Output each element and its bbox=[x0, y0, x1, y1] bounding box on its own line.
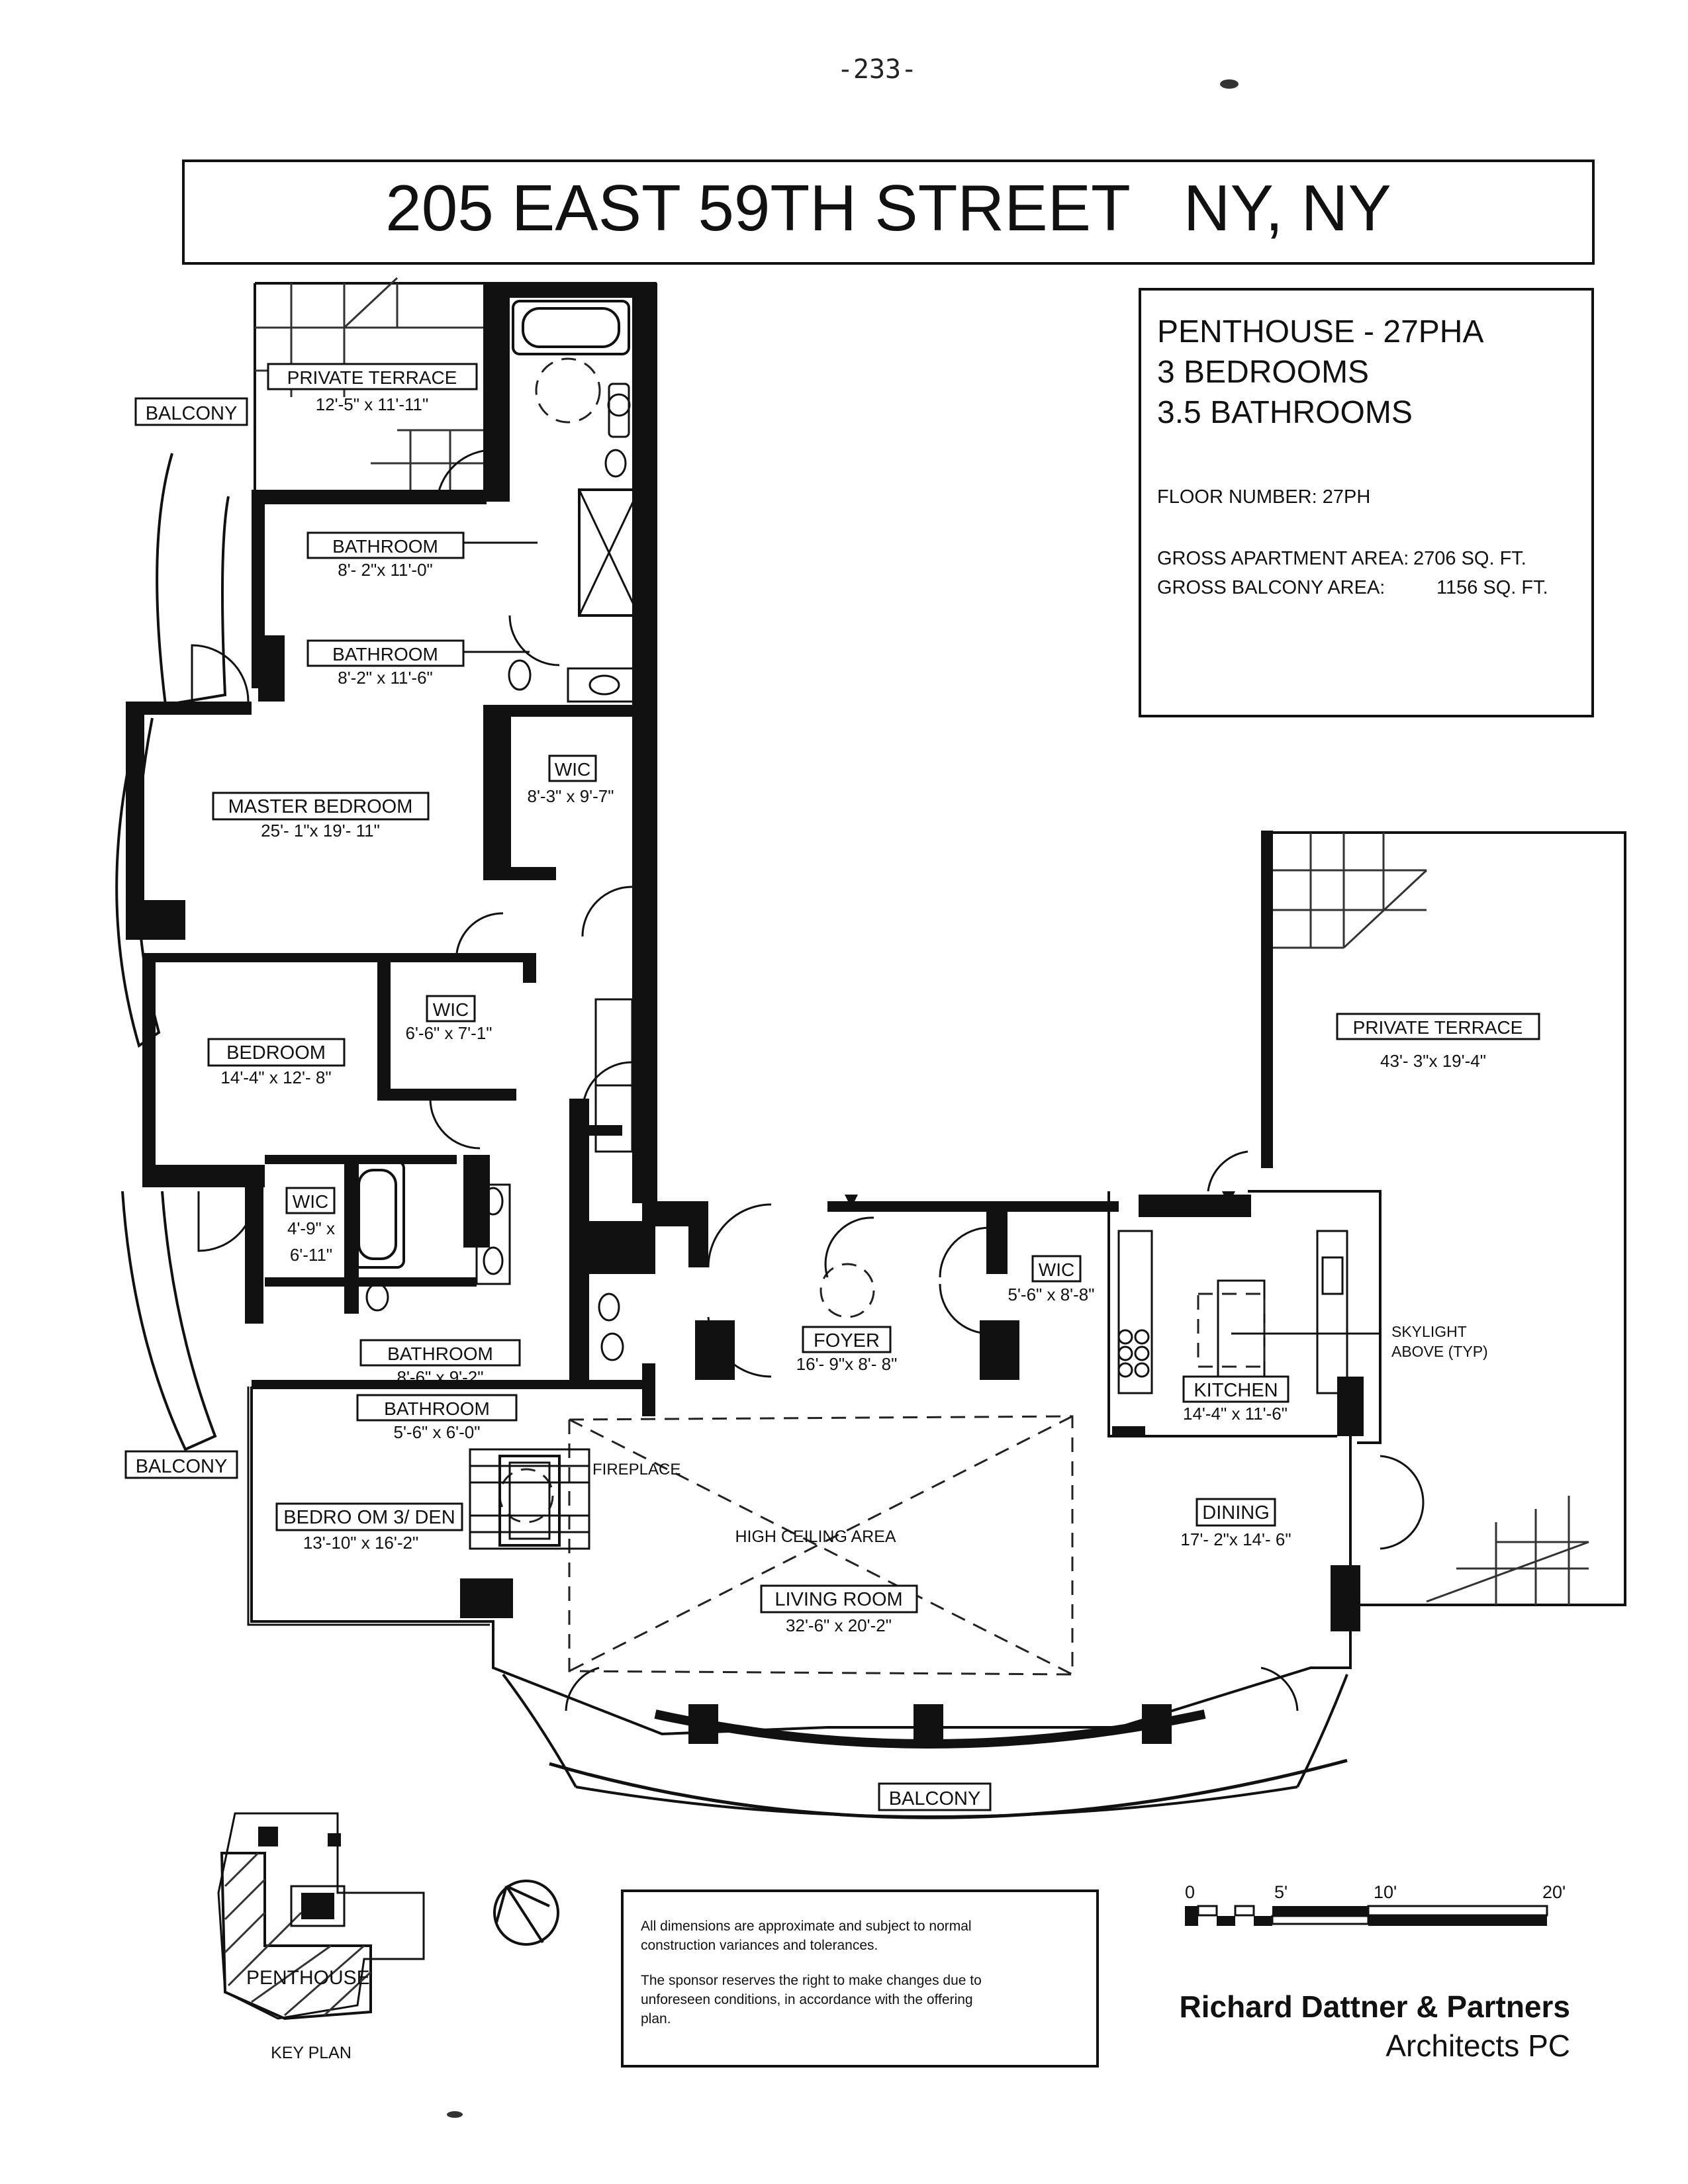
foyer-name: FOYER bbox=[814, 1330, 880, 1351]
bathroom-4-dims: 5'-6" x 6'-0" bbox=[394, 1422, 481, 1442]
large-terrace-dims: 43'- 3"x 19'-4" bbox=[1380, 1051, 1486, 1071]
bathroom-1-dims: 8'- 2"x 11'-0" bbox=[338, 560, 433, 580]
bathroom-1-name: BATHROOM bbox=[332, 536, 438, 557]
small-terrace-name: PRIVATE TERRACE bbox=[287, 367, 457, 388]
balcony-label-northwest: BALCONY bbox=[146, 403, 238, 424]
large-terrace-name: PRIVATE TERRACE bbox=[1353, 1017, 1523, 1038]
kitchen-name: KITCHEN bbox=[1194, 1380, 1278, 1401]
floor-number: FLOOR NUMBER: 27PH bbox=[1157, 486, 1370, 508]
floor-plan-drawing bbox=[115, 277, 1626, 1819]
page-number: -233- bbox=[837, 54, 917, 85]
foyer-dims: 16'- 9"x 8'- 8" bbox=[796, 1354, 898, 1374]
key-plan-label: KEY PLAN bbox=[271, 2044, 352, 2062]
bathroom-count: 3.5 BATHROOMS bbox=[1157, 395, 1413, 430]
page-title: 205 EAST 59TH STREET NY, NY bbox=[385, 171, 1391, 244]
living-room-name: LIVING ROOM bbox=[774, 1589, 902, 1610]
master-bedroom-dims: 25'- 1"x 19'- 11" bbox=[261, 821, 380, 841]
bathroom-4-name: BATHROOM bbox=[384, 1398, 490, 1419]
bedroom-dims: 14'-4" x 12'- 8" bbox=[220, 1068, 331, 1087]
high-ceiling-label: HIGH CEILING AREA bbox=[735, 1527, 896, 1546]
large-terrace-grid bbox=[1273, 833, 1589, 1605]
gross-apartment-value: 2706 SQ. FT. bbox=[1413, 548, 1526, 569]
master-bedroom-name: MASTER BEDROOM bbox=[228, 796, 413, 817]
balcony-label-south: BALCONY bbox=[889, 1788, 981, 1809]
unit-info-box: PENTHOUSE - 27PHA 3 BEDROOMS 3.5 BATHROO… bbox=[1139, 288, 1594, 717]
wic-3-dims-line2: 6'-11" bbox=[290, 1245, 332, 1265]
small-terrace-grid bbox=[255, 277, 490, 503]
bathroom-3-dims: 8'-6" x 9'-2" bbox=[397, 1367, 484, 1387]
room-labels: BALCONY BALCONY BALCONY PRIVATE TERRACE … bbox=[124, 363, 1540, 1811]
gross-balcony-label: GROSS BALCONY AREA: bbox=[1157, 577, 1385, 598]
wic-3-dims-line1: 4'-9" x bbox=[287, 1218, 335, 1238]
scale-bar: 0 5' 10' 20' bbox=[1185, 1882, 1566, 1926]
bedroom-count: 3 BEDROOMS bbox=[1157, 355, 1369, 390]
bathroom-2-name: BATHROOM bbox=[332, 644, 438, 664]
key-plan: PENTHOUSE KEY PLAN bbox=[217, 1812, 425, 2062]
kitchen-dims: 14'-4" x 11'-6" bbox=[1183, 1404, 1288, 1424]
disclaimer-box: All dimensions are approximate and subje… bbox=[621, 1889, 1099, 2068]
unit-name: PENTHOUSE - 27PHA bbox=[1157, 314, 1483, 349]
architect-name: Richard Dattner & Partners bbox=[1180, 1989, 1571, 2024]
bathroom-2-dims: 8'-2" x 11'-6" bbox=[338, 668, 433, 688]
disclaimer-line-4: unforeseen conditions, in accordance wit… bbox=[641, 1992, 973, 2007]
living-room-dims: 32'-6" x 20'-2" bbox=[786, 1615, 892, 1635]
scale-tick-10: 10' bbox=[1374, 1882, 1397, 1902]
gross-balcony-value: 1156 SQ. FT. bbox=[1436, 577, 1548, 598]
scale-tick-20: 20' bbox=[1542, 1882, 1566, 1902]
skylight-label-line2: ABOVE (TYP) bbox=[1391, 1343, 1488, 1360]
wic-foyer-dims: 5'-6" x 8'-8" bbox=[1008, 1285, 1095, 1304]
disclaimer-line-2: construction variances and tolerances. bbox=[641, 1938, 878, 1953]
gross-apartment-label: GROSS APARTMENT AREA: bbox=[1157, 548, 1409, 569]
key-plan-unit-label: PENTHOUSE bbox=[246, 1967, 370, 1989]
north-arrow-icon bbox=[493, 1880, 559, 1946]
skylight-label-line1: SKYLIGHT bbox=[1391, 1323, 1467, 1340]
wic-foyer-name: WIC bbox=[1039, 1259, 1074, 1280]
scan-speck-bottom bbox=[447, 2111, 463, 2118]
title-banner: 205 EAST 59TH STREET NY, NY bbox=[182, 159, 1595, 265]
disclaimer-line-3: The sponsor reserves the right to make c… bbox=[641, 1973, 982, 1988]
scale-tick-0: 0 bbox=[1185, 1882, 1195, 1902]
wic-2-name: WIC bbox=[433, 999, 469, 1020]
disclaimer-line-1: All dimensions are approximate and subje… bbox=[641, 1919, 972, 1934]
fireplace bbox=[469, 1448, 590, 1550]
bedroom-3-den-name: BEDRO OM 3/ DEN bbox=[283, 1507, 455, 1528]
architect-firm: Architects PC bbox=[1385, 2028, 1570, 2063]
wic-3-name: WIC bbox=[293, 1191, 328, 1212]
scan-speck-top bbox=[1220, 79, 1239, 89]
bedroom-name: BEDROOM bbox=[226, 1042, 326, 1064]
wic-master-dims: 8'-3" x 9'-7" bbox=[528, 786, 614, 806]
disclaimer-line-5: plan. bbox=[641, 2011, 671, 2026]
fireplace-label: FIREPLACE bbox=[592, 1461, 680, 1479]
dining-dims: 17'- 2"x 14'- 6" bbox=[1180, 1529, 1291, 1549]
small-terrace-dims: 12'-5" x 11'-11" bbox=[316, 394, 429, 414]
high-ceiling-outline bbox=[568, 1415, 1074, 1676]
scale-tick-5: 5' bbox=[1274, 1882, 1288, 1902]
dining-name: DINING bbox=[1202, 1502, 1270, 1524]
bedroom-3-den-dims: 13'-10" x 16'-2" bbox=[303, 1533, 418, 1553]
balcony-label-southwest: BALCONY bbox=[136, 1456, 228, 1477]
wic-2-dims: 6'-6" x 7'-1" bbox=[406, 1023, 492, 1043]
bathroom-3-name: BATHROOM bbox=[387, 1343, 493, 1364]
wic-master-name: WIC bbox=[555, 759, 590, 780]
